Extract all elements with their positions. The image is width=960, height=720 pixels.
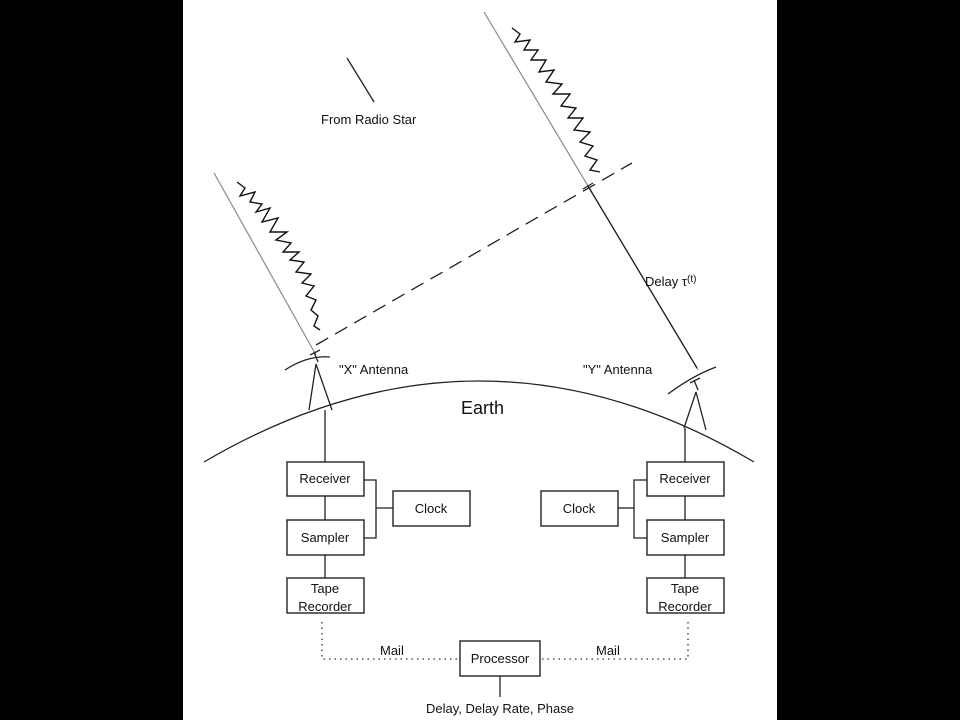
mail-left-label: Mail [380,643,404,658]
y-sampler-box [646,519,725,556]
output-label: Delay, Delay Rate, Phase [426,701,574,716]
antenna-y-label: "Y" Antenna [583,362,653,377]
y-tape-label-line1: Tape [671,581,699,596]
antenna-x-dish [284,356,331,371]
antenna-y-dish [667,366,717,395]
y-tape-label-line2: Recorder [658,599,712,614]
earth-curve [203,380,755,463]
y-clock-box [540,490,619,527]
x-receiver-box [286,461,365,497]
delay-label: Delay τ(t) [645,274,696,289]
source-label: From Radio Star [321,112,417,127]
y-receiver-box [646,461,725,497]
radio-star-direction-line [346,57,375,103]
antenna-x-leg-right [315,363,333,411]
antenna-y [667,366,717,431]
wavefront-dashed-line [315,162,633,346]
x-sampler-box [286,519,365,556]
antenna-x-feed [313,351,319,363]
mail-path-left [321,622,460,660]
antenna-x [284,349,333,411]
antenna-x-feed-tip [309,349,321,356]
antenna-y-feed [693,379,699,391]
beam-x-line [213,172,317,356]
y-clock-label: Clock [563,501,596,516]
x-clock-bracket [364,479,377,539]
antenna-y-leg-right [695,391,707,431]
processor-label: Processor [471,651,530,666]
x-sampler-label: Sampler [301,530,350,545]
noise-signal-x [236,181,321,331]
mail-right-label: Mail [596,643,620,658]
y-tape-recorder-box [646,577,725,614]
antenna-x-leg-left [308,363,317,411]
x-tape-label-line1: Tape [311,581,339,596]
delay-segment-line [587,185,698,369]
y-receiver-label: Receiver [659,471,711,486]
earth-label: Earth [461,398,504,418]
x-clock-box [392,490,471,527]
x-tape-recorder-box [286,577,365,614]
antenna-y-leg-left [683,391,697,429]
y-sampler-label: Sampler [661,530,710,545]
noise-signal-y [511,27,601,173]
x-tape-label-line2: Recorder [298,599,352,614]
antenna-x-label: "X" Antenna [339,362,409,377]
mail-path-right [540,622,689,660]
x-clock-label: Clock [415,501,448,516]
processor-box [459,640,541,677]
y-clock-bracket [633,479,647,539]
antenna-y-feed-tip [689,377,701,384]
x-receiver-label: Receiver [299,471,351,486]
delay-tick-mark [582,182,594,190]
